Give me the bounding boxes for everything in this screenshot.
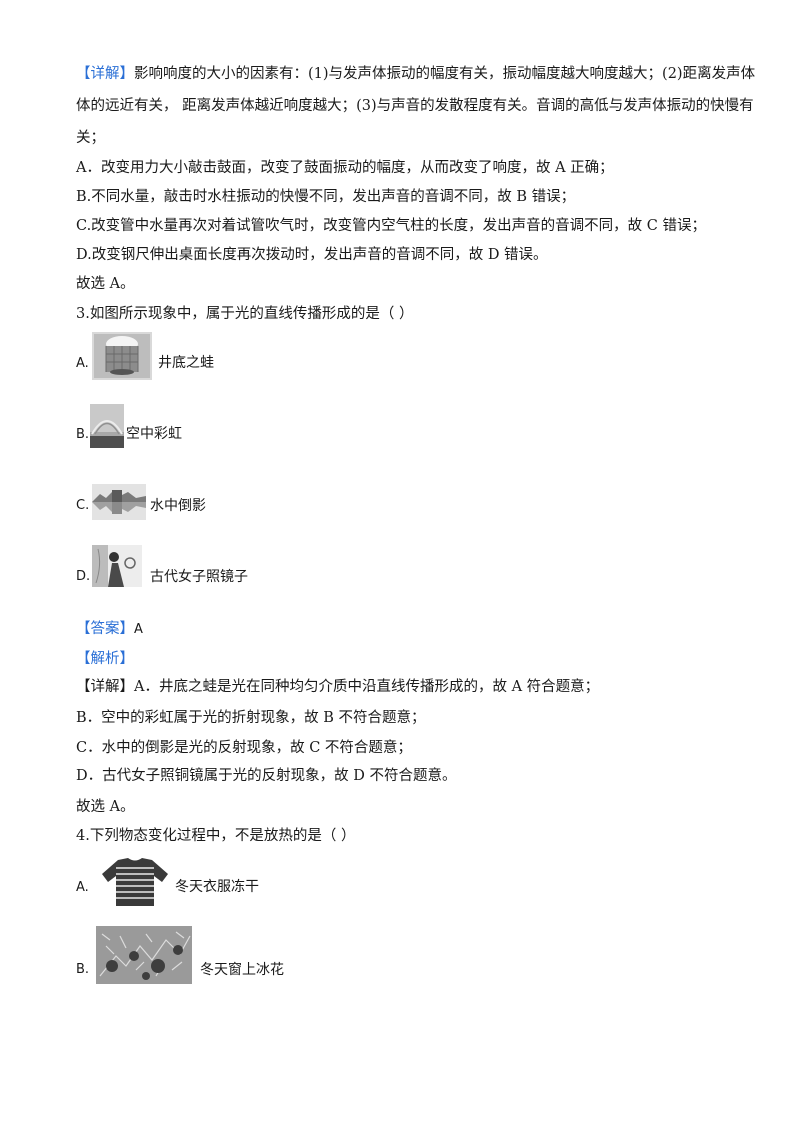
answer-value: A	[134, 622, 143, 637]
water-reflection-image	[92, 484, 146, 520]
q3-option-a-letter: A.	[76, 356, 89, 371]
q3-conclusion: 故选 A。	[76, 799, 135, 815]
q3-analysis-tag: 【解析】	[76, 651, 134, 667]
question-3-stem: 3.如图所示现象中，属于光的直线传播形成的是（ ）	[76, 306, 414, 322]
well-frog-image	[92, 332, 152, 380]
q3-detail-d: D．古代女子照铜镜属于光的反射现象，故 D 不符合题意。	[76, 768, 457, 784]
q3-option-c-letter: C.	[76, 498, 90, 513]
q3-option-c-text: 水中倒影	[150, 498, 206, 514]
window-frost-image	[96, 926, 192, 984]
q3-option-d-letter: D.	[76, 569, 91, 584]
detail-line-1: 【详解】影响响度的大小的因素有：(1)与发声体振动的幅度有关，振动幅度越大响度越…	[76, 66, 756, 82]
q4-option-b-letter: B.	[76, 962, 90, 977]
detail-line-3: 关；	[76, 130, 105, 146]
detail-option-c: C.改变管中水量再次对着试管吹气时，改变管内空气柱的长度，发出声音的音调不同，故…	[76, 218, 706, 234]
q3-option-d-text: 古代女子照镜子	[150, 569, 248, 585]
question-4-stem: 4.下列物态变化过程中，不是放热的是（ ）	[76, 828, 356, 844]
answer-tag: 【答案】	[76, 621, 134, 637]
detail-line-2: 体的远近有关， 距离发声体越近响度越大；(3)与声音的发散程度有关。音调的高低与…	[76, 98, 754, 114]
sweater-image	[100, 856, 170, 908]
q3-option-b-text: 空中彩虹	[126, 426, 182, 442]
detail-option-b: B.不同水量，敲击时水柱振动的快慢不同，发出声音的音调不同，故 B 错误；	[76, 189, 576, 205]
detail-tag: 【详解】	[76, 66, 134, 82]
q3-option-a-text: 井底之蛙	[158, 355, 214, 371]
q3-detail-b: B．空中的彩虹属于光的折射现象，故 B 不符合题意；	[76, 710, 426, 726]
q3-detail-a: 【详解】A．井底之蛙是光在同种均匀介质中沿直线传播形成的，故 A 符合题意；	[76, 679, 600, 695]
q3-answer: 【答案】A	[76, 619, 143, 640]
rainbow-image	[90, 404, 124, 448]
woman-mirror-image	[92, 545, 142, 587]
q3-option-b-letter: B.	[76, 427, 90, 442]
detail-option-d: D.改变钢尺伸出桌面长度再次拨动时，发出声音的音调不同，故 D 错误。	[76, 247, 548, 263]
detail-conclusion: 故选 A。	[76, 276, 135, 292]
q4-option-a-text: 冬天衣服冻干	[175, 879, 259, 895]
detail-option-a: A．改变用力大小敲击鼓面，改变了鼓面振动的幅度，从而改变了响度，故 A 正确；	[76, 160, 614, 176]
q3-detail-c: C．水中的倒影是光的反射现象，故 C 不符合题意；	[76, 740, 412, 756]
q4-option-b-text: 冬天窗上冰花	[200, 962, 284, 978]
q4-option-a-letter: A.	[76, 880, 89, 895]
